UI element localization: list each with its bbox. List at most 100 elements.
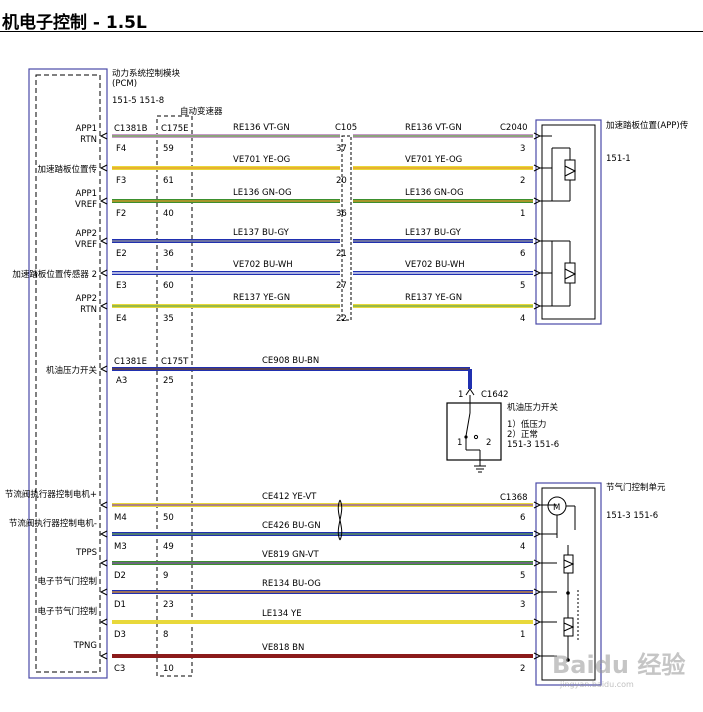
pcm-signal-1-line-0: 加速踏板位置传 xyxy=(37,164,97,175)
app-sensor-label: 加速踏板位置(APP)传 xyxy=(606,120,689,131)
pcm-signal-4-line-0: 加速踏板位置传感器 2 xyxy=(12,269,97,280)
app-c105-pin-3: 21 xyxy=(336,249,347,259)
app-arrow-sensor-1 xyxy=(533,164,542,172)
app-sensor-pin-2: 1 xyxy=(520,209,525,219)
throttle-trans-pin-3: 23 xyxy=(163,600,174,610)
c1368-label: C1368 xyxy=(500,493,528,503)
pcm-signal-2-line-1: VREF xyxy=(75,200,97,210)
oil-pcm-pin: A3 xyxy=(116,376,127,386)
pcm-module-inner xyxy=(35,74,101,673)
app-wire-label-left-4: VE702 BU-WH xyxy=(233,260,293,270)
pcm-title-2: (PCM) xyxy=(112,79,137,89)
app-trans-pin-1: 61 xyxy=(163,176,174,186)
pcm-module-box xyxy=(28,68,108,679)
throttle-wire-label-2: VE819 GN-VT xyxy=(262,550,319,560)
app-sensor-inner xyxy=(541,124,596,320)
app-trans-pin-4: 60 xyxy=(163,281,174,291)
pcm-signal-5-line-0: APP2 xyxy=(76,294,97,304)
oil-signal-label: 机油压力开关 xyxy=(46,365,98,376)
throttle-wire-label-0: CE412 YE-VT xyxy=(262,492,317,502)
throttle-signal-3: 电子节气门控制 xyxy=(37,576,97,587)
throttle-unit-inner xyxy=(541,487,596,681)
app-wire-label-right-4: VE702 BU-WH xyxy=(405,260,465,270)
throttle-wire-label-4: LE134 YE xyxy=(262,609,302,619)
app-trans-pin-5: 35 xyxy=(163,314,174,324)
throttle-wire-label-5: VE818 BN xyxy=(262,643,304,653)
throttle-pcm-pin-1: M3 xyxy=(114,542,127,552)
trans-module-box xyxy=(156,115,193,677)
throttle-unit-pin-4: 1 xyxy=(520,630,525,640)
throttle-signal-0: 节流阀执行器控制电机+ xyxy=(5,489,97,500)
throttle-arrow-unit-0 xyxy=(533,501,542,509)
throttle-arrow-unit-4 xyxy=(533,618,542,626)
app-pcm-pin-1: F3 xyxy=(116,176,126,186)
motor-label: M xyxy=(553,503,560,513)
pcm-signal-0-line-1: RTN xyxy=(80,135,97,145)
header-divider xyxy=(0,31,703,32)
app-sensor-pin-4: 5 xyxy=(520,281,525,291)
oil-contact-2: 2 xyxy=(486,438,491,448)
pcm-title-1: 动力系统控制模块 xyxy=(112,68,181,79)
throttle-unit-pin-2: 5 xyxy=(520,571,525,581)
labels-layer: APP1RTN加速踏板位置传APP1VREFAPP2VREF加速踏板位置传感器 … xyxy=(5,123,526,674)
pcm-connector-1: C1381B xyxy=(114,124,148,134)
watermark: Baidu 经验 xyxy=(552,651,686,679)
throttle-arrow-pcm-2 xyxy=(99,559,108,567)
app-sensor-resistor-1 xyxy=(551,147,577,202)
oil-switch-pin: 1 xyxy=(458,390,463,400)
throttle-pcm-pin-4: D3 xyxy=(114,630,126,640)
app-wire-label-right-0: RE136 VT-GN xyxy=(405,123,462,133)
app-pcm-pin-5: E4 xyxy=(116,314,127,324)
app-arrow-pcm-5 xyxy=(99,302,108,310)
app-c105-pin-1: 20 xyxy=(336,176,347,186)
app-pcm-pin-3: E2 xyxy=(116,249,127,259)
pcm-connector-2: C1381E xyxy=(114,357,147,367)
app-sensor-pin-3: 6 xyxy=(520,249,525,259)
throttle-wire-label-1: CE426 BU-GN xyxy=(262,521,321,531)
oil-switch-connector: C1642 xyxy=(481,390,509,400)
throttle-signal-5: TPNG xyxy=(73,641,97,651)
trans-connector-1: C175E xyxy=(161,124,189,134)
throttle-position-sensors xyxy=(563,545,579,662)
app-arrow-pcm-4 xyxy=(99,269,108,277)
app-arrow-pcm-1 xyxy=(99,164,108,172)
throttle-unit-box xyxy=(535,482,602,686)
oil-arrow-pcm xyxy=(99,365,108,373)
app-c105-pin-4: 27 xyxy=(336,281,347,291)
app-sensor-box xyxy=(535,119,602,325)
c2040-label: C2040 xyxy=(500,123,528,133)
throttle-unit-pin-0: 6 xyxy=(520,513,525,523)
oil-switch-state-1: 1）低压力 xyxy=(507,419,546,430)
throttle-pcm-pin-5: C3 xyxy=(114,664,125,674)
app-arrow-pcm-3 xyxy=(99,237,108,245)
oil-switch-label: 机油压力开关 xyxy=(507,402,559,413)
throttle-unit-pin-5: 2 xyxy=(520,664,525,674)
throttle-pcm-pin-3: D1 xyxy=(114,600,126,610)
app-wire-label-right-1: VE701 YE-OG xyxy=(405,155,462,165)
app-trans-pin-3: 36 xyxy=(163,249,174,259)
throttle-trans-pin-0: 50 xyxy=(163,513,174,523)
throttle-arrow-unit-5 xyxy=(533,652,542,660)
app-arrow-sensor-3 xyxy=(533,237,542,245)
oil-switch-refs: 151-3 151-6 xyxy=(507,440,559,450)
c105-connector-box xyxy=(341,135,352,321)
app-c105-pin-5: 22 xyxy=(336,314,347,324)
throttle-arrow-pcm-5 xyxy=(99,652,108,660)
throttle-wire-label-3: RE134 BU-OG xyxy=(262,579,321,589)
throttle-pcm-pin-0: M4 xyxy=(114,513,127,523)
throttle-motor: M xyxy=(547,496,576,538)
app-sensor-pin-1: 2 xyxy=(520,176,525,186)
app-arrow-sensor-4 xyxy=(533,269,542,277)
oil-trans-pin: 25 xyxy=(163,376,174,386)
oil-switch-state-2: 2）正常 xyxy=(507,429,538,440)
app-wire-label-left-1: VE701 YE-OG xyxy=(233,155,290,165)
app-wire-label-right-5: RE137 YE-GN xyxy=(405,293,462,303)
watermark-sub: jingyan.baidu.com xyxy=(560,680,634,689)
throttle-unit-pin-3: 3 xyxy=(520,600,525,610)
app-trans-pin-2: 40 xyxy=(163,209,174,219)
twisted-pair-b xyxy=(337,499,343,541)
trans-connector-2: C175T xyxy=(161,357,189,367)
app-wire-label-right-3: LE137 BU-GY xyxy=(405,228,462,238)
throttle-arrow-pcm-0 xyxy=(99,501,108,509)
